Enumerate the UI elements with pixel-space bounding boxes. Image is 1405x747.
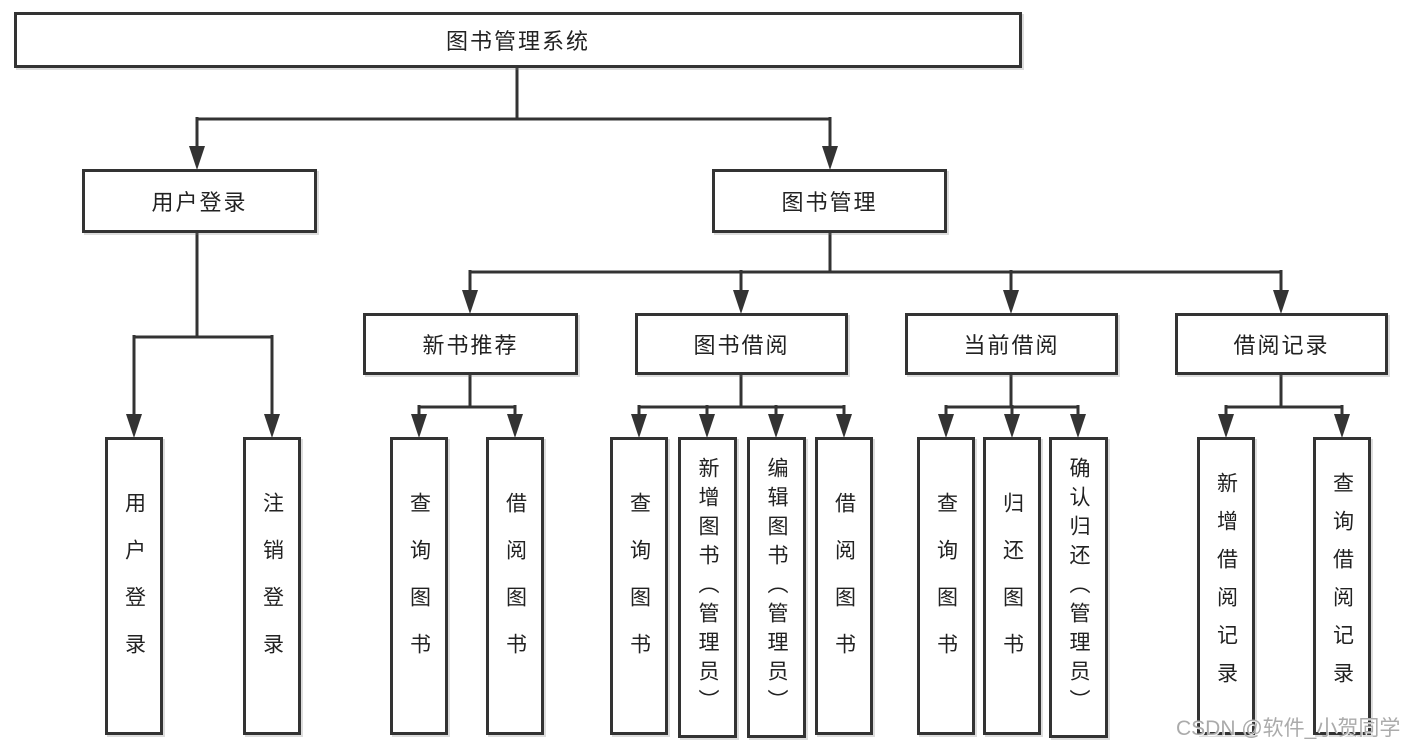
leaf-query-books-borrowing-label: 查询图书 xyxy=(627,492,651,680)
leaf-borrow-books-borrowing: 借阅图书 xyxy=(815,437,873,735)
leaf-borrow-books-recommend: 借阅图书 xyxy=(486,437,544,735)
leaf-add-borrow-record: 新增借阅记录 xyxy=(1197,437,1255,735)
leaf-user-login: 用户登录 xyxy=(105,437,163,735)
leaf-query-books-recommend-label: 查询图书 xyxy=(407,492,431,680)
node-library-system: 图书管理系统 xyxy=(14,12,1022,68)
leaf-borrow-books-borrowing-label: 借阅图书 xyxy=(832,492,856,680)
leaf-borrow-books-recommend-label: 借阅图书 xyxy=(503,492,527,680)
leaf-edit-books-admin-label: 编辑图书（管理员） xyxy=(765,457,788,718)
node-borrowing-records-label: 借阅记录 xyxy=(1233,333,1330,358)
leaf-query-books-recommend: 查询图书 xyxy=(390,437,448,735)
leaf-query-borrow-record-label: 查询借阅记录 xyxy=(1330,472,1354,700)
leaf-add-books-admin: 新增图书（管理员） xyxy=(678,437,737,738)
leaf-return-books-label: 归还图书 xyxy=(1000,492,1024,680)
node-library-system-label: 图书管理系统 xyxy=(445,29,590,54)
leaf-edit-books-admin: 编辑图书（管理员） xyxy=(747,437,806,738)
leaf-confirm-return-admin: 确认归还（管理员） xyxy=(1049,437,1108,738)
node-current-borrowing: 当前借阅 xyxy=(905,313,1118,375)
node-user-login-label: 用户登录 xyxy=(151,190,248,215)
leaf-user-login-label: 用户登录 xyxy=(122,492,146,680)
leaf-logout-label: 注销登录 xyxy=(260,492,284,680)
leaf-query-books-borrowing: 查询图书 xyxy=(610,437,668,735)
leaf-return-books: 归还图书 xyxy=(983,437,1041,735)
leaf-query-books-current: 查询图书 xyxy=(917,437,975,735)
node-new-book-recommend: 新书推荐 xyxy=(363,313,578,375)
node-current-borrowing-label: 当前借阅 xyxy=(963,333,1060,358)
leaf-query-borrow-record: 查询借阅记录 xyxy=(1313,437,1371,735)
leaf-add-borrow-record-label: 新增借阅记录 xyxy=(1214,472,1238,700)
node-book-borrowing-label: 图书借阅 xyxy=(693,333,790,358)
node-book-management: 图书管理 xyxy=(712,169,947,233)
node-user-login: 用户登录 xyxy=(82,169,317,233)
leaf-add-books-admin-label: 新增图书（管理员） xyxy=(696,457,719,718)
node-new-book-recommend-label: 新书推荐 xyxy=(422,333,519,358)
leaf-logout: 注销登录 xyxy=(243,437,301,735)
csdn-watermark: CSDN @软件_小贺同学 xyxy=(1176,717,1401,740)
leaf-confirm-return-admin-label: 确认归还（管理员） xyxy=(1067,457,1090,718)
node-book-management-label: 图书管理 xyxy=(781,190,878,215)
node-borrowing-records: 借阅记录 xyxy=(1175,313,1388,375)
node-book-borrowing: 图书借阅 xyxy=(635,313,848,375)
leaf-query-books-current-label: 查询图书 xyxy=(934,492,958,680)
